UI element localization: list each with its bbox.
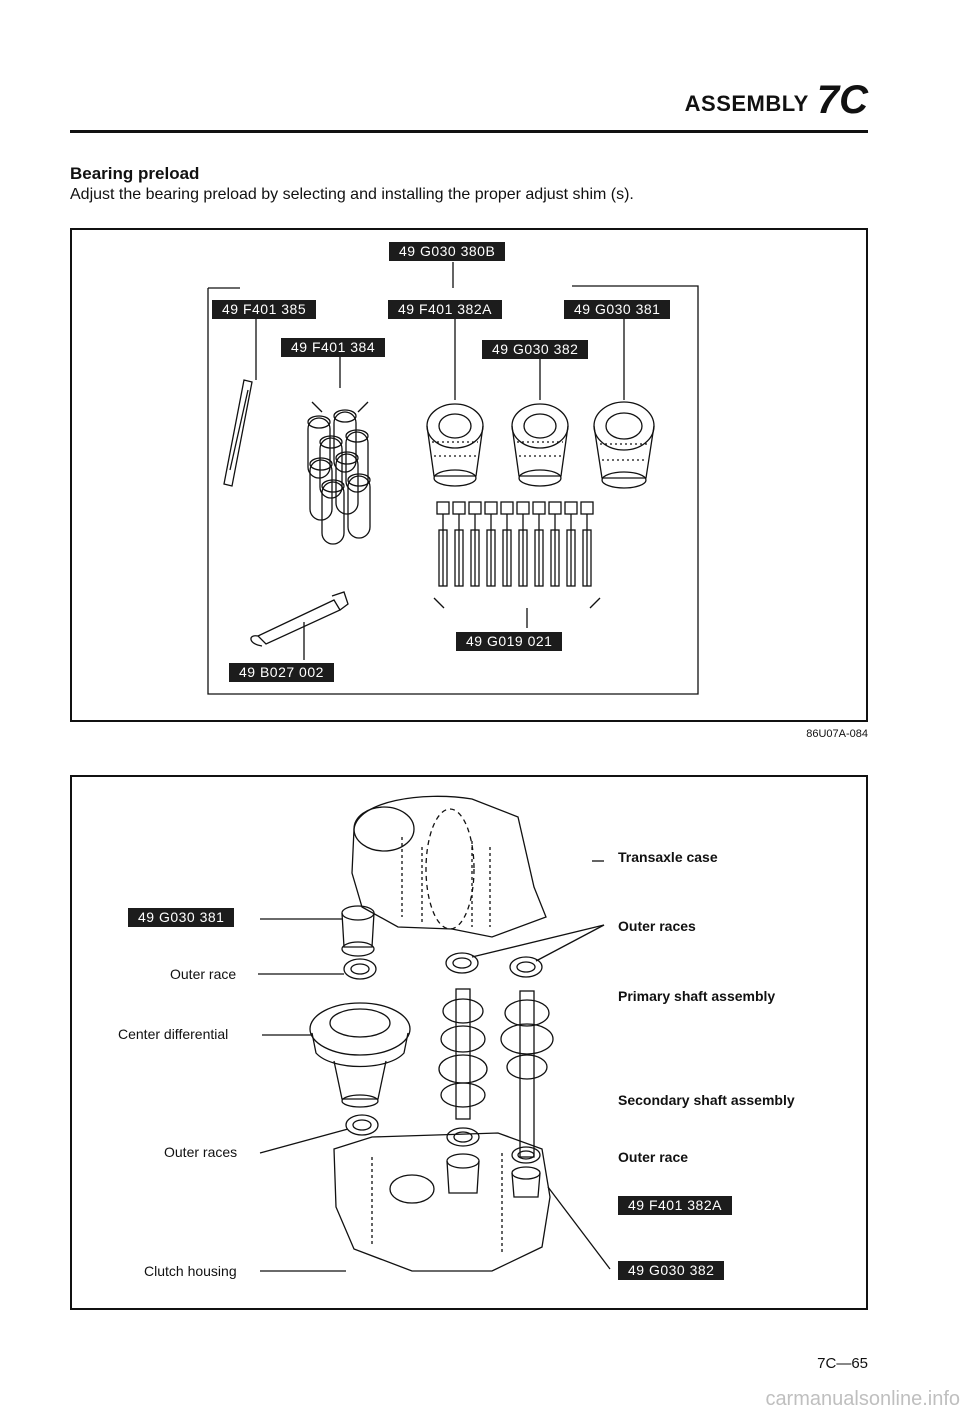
tool-tag-49-g019-021: 49 G019 021 bbox=[456, 632, 563, 651]
tool-tag-49-g030-381-assembly: 49 G030 381 bbox=[128, 908, 235, 927]
figure-id: 86U07A-084 bbox=[806, 728, 868, 740]
label-transaxle-case: Transaxle case bbox=[618, 849, 718, 865]
tool-tag-49-f401-382a-assembly: 49 F401 382A bbox=[618, 1196, 732, 1215]
tool-tag-49-f401-384: 49 F401 384 bbox=[281, 338, 386, 357]
tool-tag-49-b027-002: 49 B027 002 bbox=[229, 663, 334, 682]
label-outer-race-right: Outer race bbox=[618, 1149, 689, 1165]
figure-assembly-exploded: 49 G030 381 Outer race Center differenti… bbox=[70, 775, 868, 1310]
label-outer-race-left: Outer race bbox=[170, 966, 237, 982]
header-rule bbox=[70, 130, 868, 133]
section-body: Adjust the bearing preload by selecting … bbox=[70, 186, 634, 203]
header-section-word: ASSEMBLY bbox=[684, 91, 809, 116]
label-center-differential: Center differential bbox=[118, 1026, 229, 1042]
tool-tag-49-g030-382-assembly: 49 G030 382 bbox=[618, 1261, 725, 1280]
tool-tag-49-g030-380b: 49 G030 380B bbox=[389, 242, 506, 261]
figure-special-tools: 49 G030 380B 49 F401 385 49 F401 382A 49… bbox=[70, 228, 868, 722]
header-section-code: 7C bbox=[816, 78, 868, 122]
label-outer-races-left: Outer races bbox=[164, 1144, 238, 1160]
assembly-illustration bbox=[258, 795, 611, 1272]
page-number: 7C—65 bbox=[817, 1355, 868, 1372]
tools-illustration bbox=[207, 262, 699, 695]
label-secondary-shaft-assembly: Secondary shaft assembly bbox=[618, 1092, 795, 1108]
watermark: carmanualsonline.info bbox=[765, 1388, 960, 1410]
tool-tag-49-f401-385: 49 F401 385 bbox=[212, 300, 317, 319]
section-title: Bearing preload bbox=[70, 164, 200, 183]
tool-tag-49-f401-382a: 49 F401 382A bbox=[388, 300, 502, 319]
tool-tag-49-g030-382: 49 G030 382 bbox=[482, 340, 589, 359]
tool-tag-49-g030-381: 49 G030 381 bbox=[564, 300, 671, 319]
label-clutch-housing: Clutch housing bbox=[144, 1263, 237, 1279]
label-outer-races-right: Outer races bbox=[618, 918, 696, 934]
page-header: ASSEMBLY 7C bbox=[600, 78, 868, 123]
label-primary-shaft-assembly: Primary shaft assembly bbox=[618, 988, 776, 1004]
